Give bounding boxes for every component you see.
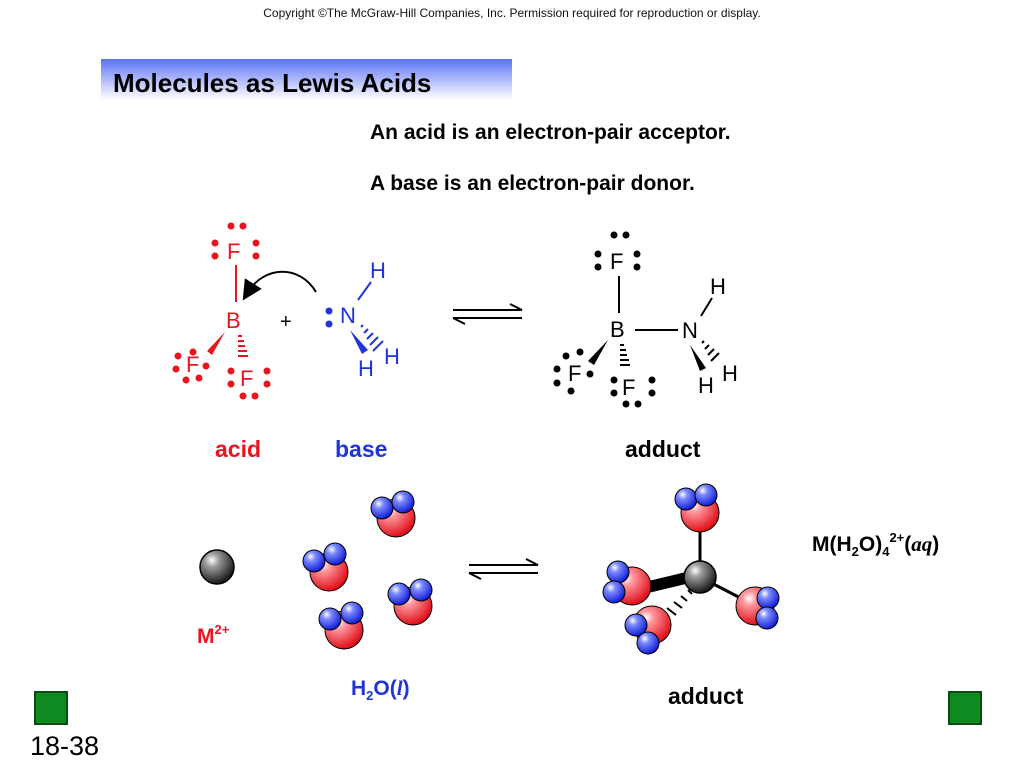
complex-sub2: 4: [882, 544, 890, 559]
adduct-label: adduct: [668, 683, 744, 709]
electron-pair-arrow: [242, 270, 317, 301]
title-bar: Molecules as Lewis Acids: [101, 59, 512, 100]
complex-close: ): [932, 533, 940, 556]
adduct-label: adduct: [625, 436, 701, 462]
water-molecule: [735, 586, 780, 630]
fluorine-atom: F: [622, 375, 635, 400]
acid-label: acid: [215, 436, 262, 462]
water-state: l: [396, 676, 403, 700]
hydrogen-atom: H: [698, 373, 714, 398]
base-label: base: [335, 436, 388, 462]
boron-atom: B: [610, 317, 625, 342]
fluorine-atom: F: [227, 239, 240, 264]
hydrogen-atom: H: [370, 258, 386, 283]
water-molecule: [602, 560, 652, 606]
water-close: ): [402, 677, 410, 700]
lone-pair-dots: [211, 222, 260, 260]
equilibrium-arrow: [452, 303, 523, 325]
water-subscript: 2: [366, 688, 374, 703]
fluorine-atom: F: [186, 352, 199, 377]
bf3-nh3-adduct: F B N H H H F: [553, 231, 738, 408]
lone-pair-dots: [172, 348, 210, 384]
hydrogen-atom: H: [358, 356, 374, 381]
slide-title: Molecules as Lewis Acids: [113, 68, 432, 98]
water-molecule: [370, 490, 416, 538]
complex-prefix: M(H: [812, 533, 852, 556]
previous-slide-button[interactable]: [34, 691, 68, 725]
copyright-notice: Copyright ©The McGraw-Hill Companies, In…: [263, 6, 761, 20]
next-slide-button[interactable]: [948, 691, 982, 725]
plus-sign: +: [280, 311, 292, 333]
fluorine-atom: F: [568, 361, 581, 386]
fluorine-atom: F: [240, 366, 253, 391]
acid-definition: An acid is an electron-pair acceptor.: [370, 121, 731, 144]
nitrogen-atom: N: [682, 318, 698, 343]
metal-ion-sphere: [683, 560, 717, 594]
equilibrium-arrow: [468, 558, 539, 580]
hydrogen-atom: H: [722, 361, 738, 386]
metal-ion-label: M2+: [197, 622, 229, 649]
complex-mid: O): [858, 533, 883, 556]
water-o: O(: [373, 677, 397, 700]
complex-charge: 2+: [889, 530, 905, 545]
boron-atom: B: [226, 308, 241, 333]
metal-symbol: M: [197, 625, 215, 648]
water-molecule: [674, 483, 720, 533]
base-definition: A base is an electron-pair donor.: [370, 172, 695, 195]
water-molecule: [318, 601, 364, 650]
hydrogen-atom: H: [384, 344, 400, 369]
complex-formula: M(H2O)42+(aq): [812, 530, 939, 559]
nh3-molecule: N H H H: [325, 258, 400, 381]
water-h: H: [351, 677, 367, 700]
fluorine-atom: F: [610, 249, 623, 274]
water-molecule: [624, 605, 672, 655]
bf3-molecule: F B F F: [172, 222, 317, 400]
nitrogen-atom: N: [340, 303, 356, 328]
complex-state: aq: [911, 532, 933, 556]
water-label: H2O(l): [351, 676, 410, 703]
water-molecule: [302, 542, 349, 592]
water-molecule: [387, 578, 433, 626]
hydrogen-atom: H: [710, 274, 726, 299]
metal-ion-sphere: [199, 549, 235, 585]
hydrated-metal-complex: [602, 483, 780, 655]
lone-pair-dots: [227, 367, 271, 400]
slide-number: 18-38: [30, 731, 100, 761]
complex-open: (: [904, 533, 912, 556]
water-molecules: [302, 490, 433, 650]
metal-charge: 2+: [214, 622, 230, 637]
complex-sub1: 2: [851, 544, 859, 559]
